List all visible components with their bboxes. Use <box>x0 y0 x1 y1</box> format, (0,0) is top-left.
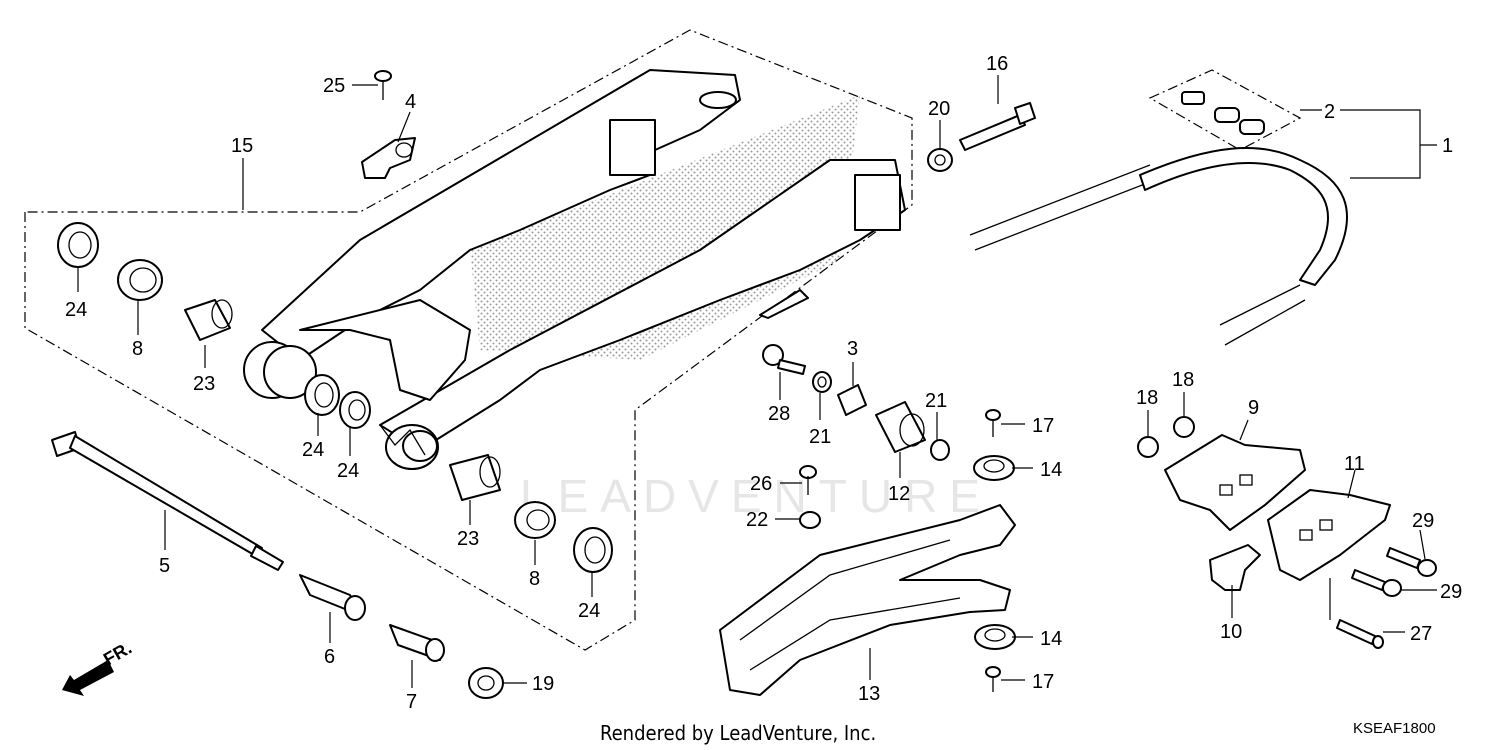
chain-guide <box>1164 434 1306 531</box>
roller-collar <box>837 384 867 416</box>
swingarm <box>243 69 906 470</box>
pivot-nut <box>468 667 504 699</box>
callout-12: 12 <box>888 483 910 505</box>
callout-24-c: 24 <box>337 460 359 482</box>
callout-9: 9 <box>1248 397 1259 419</box>
guide-nut-right <box>1173 416 1195 438</box>
callout-3: 3 <box>847 338 858 360</box>
screw-25 <box>374 70 392 100</box>
diagram-code: KSEAF1800 <box>1353 720 1436 737</box>
callout-14-upper: 14 <box>1040 459 1062 481</box>
callout-29-lower: 29 <box>1440 581 1462 603</box>
guide-bolt-lower <box>1351 569 1402 597</box>
callout-2: 2 <box>1324 101 1335 123</box>
slider-rubber-lower <box>974 624 1016 650</box>
roller-washer-right <box>930 439 950 461</box>
dust-seal-mid-2 <box>339 391 371 429</box>
pivot-bolt <box>51 431 284 571</box>
dust-seal-mid-1 <box>304 374 340 416</box>
screw-17-lower <box>985 666 1001 692</box>
collar-bushing-left <box>117 259 163 301</box>
collar-6 <box>299 574 366 621</box>
callout-8-right: 8 <box>529 568 540 590</box>
adjuster-nut <box>927 148 953 172</box>
callout-10: 10 <box>1220 621 1242 643</box>
callout-14-lower: 14 <box>1040 628 1062 650</box>
callout-16: 16 <box>986 53 1008 75</box>
screw-17-upper <box>985 409 1001 437</box>
collar-7 <box>389 624 445 662</box>
callout-24-d: 24 <box>578 600 600 622</box>
callout-21-left: 21 <box>809 426 831 448</box>
callout-29-upper: 29 <box>1412 510 1434 532</box>
callout-15: 15 <box>231 135 253 157</box>
chain-roller <box>875 401 926 453</box>
callout-25: 25 <box>323 75 345 97</box>
callout-1: 1 <box>1442 135 1453 157</box>
callout-23-left: 23 <box>193 373 215 395</box>
dust-seal-left <box>57 222 99 268</box>
callout-21-right: 21 <box>925 390 947 412</box>
callout-28: 28 <box>768 403 790 425</box>
guide-nut-left <box>1137 436 1159 458</box>
callout-20: 20 <box>928 98 950 120</box>
callout-5: 5 <box>159 555 170 577</box>
drive-chain <box>969 147 1349 346</box>
guide-plate <box>1267 489 1391 581</box>
guide-screw <box>1336 619 1384 649</box>
roller-bolt <box>762 344 806 375</box>
footer-credit: Rendered by LeadVenture, Inc. <box>600 721 876 745</box>
chain-slider <box>719 504 1016 696</box>
needle-bearing-right <box>449 454 501 501</box>
callout-13: 13 <box>858 683 880 705</box>
slider-bolt <box>799 465 817 495</box>
callout-labels: 1 2 3 4 5 6 7 8 8 9 10 11 12 13 14 14 15… <box>65 53 1462 713</box>
watermark: LEADVENTURE <box>520 470 992 522</box>
callout-26: 26 <box>750 473 772 495</box>
chain-joint <box>1181 91 1265 135</box>
callout-4: 4 <box>405 91 416 113</box>
callout-7: 7 <box>406 691 417 713</box>
callout-17-lower: 17 <box>1032 671 1054 693</box>
chain-joint-boundary <box>1148 69 1302 151</box>
slider-nut <box>799 511 821 529</box>
roller-washer-left <box>812 371 832 393</box>
callout-22: 22 <box>746 509 768 531</box>
adjuster-bolt <box>959 102 1036 151</box>
callout-18-right: 18 <box>1172 369 1194 391</box>
callout-27: 27 <box>1410 623 1432 645</box>
callout-18-left: 18 <box>1136 387 1158 409</box>
callout-8-left: 8 <box>132 338 143 360</box>
front-direction-arrow-icon: FR. <box>62 638 135 696</box>
dust-seal-right <box>573 527 613 573</box>
hose-clamp-bracket <box>361 137 416 179</box>
callout-19: 19 <box>532 673 554 695</box>
guide-bolt-upper <box>1386 547 1437 577</box>
callout-24-b: 24 <box>302 439 324 461</box>
collar-bushing-right <box>514 501 556 539</box>
leader-lines <box>77 75 1437 688</box>
callout-6: 6 <box>324 646 335 668</box>
callout-17-upper: 17 <box>1032 415 1054 437</box>
callout-24-a: 24 <box>65 299 87 321</box>
callout-11: 11 <box>1344 453 1365 475</box>
needle-bearing-left <box>184 299 233 341</box>
slider-rubber-upper <box>973 455 1015 481</box>
guide-slider <box>1209 544 1261 591</box>
callout-23-right: 23 <box>457 528 479 550</box>
watermark-text: LEADVENTURE <box>520 470 992 522</box>
